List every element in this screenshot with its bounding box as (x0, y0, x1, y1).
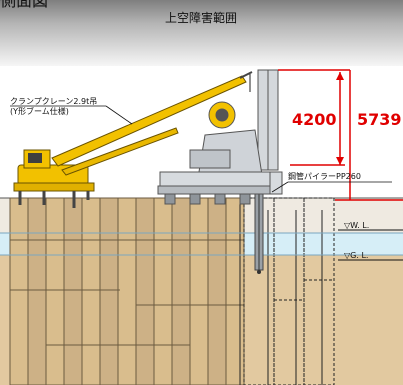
pipe-pilot-leader (271, 181, 289, 193)
header-partial-text: 側面図 (0, 0, 48, 10)
crane-label-leader (105, 105, 133, 125)
dimension-marks (278, 69, 351, 200)
ground-level-label: ▽G. L. (344, 251, 368, 260)
crane-label-line2: (Y形ブーム仕様) (10, 106, 69, 116)
overhead-obstacle-band (0, 0, 403, 66)
dimension-outer: 5739 (357, 110, 402, 129)
water-level-label: ▽W. L. (344, 221, 369, 230)
dimension-inner: 4200 (292, 110, 337, 129)
pipe-pilot-label: 鋼管パイラーPP260 (288, 171, 361, 181)
pipe-column (254, 189, 264, 274)
crane-boom (51, 71, 253, 176)
pile-joints (10, 239, 244, 346)
band-title: 上空障害範囲 (165, 10, 237, 25)
sheet-piles (9, 197, 245, 385)
pipe-pilot-machine (157, 69, 283, 205)
crane-label-line1: クランプクレーン2.9t吊 (10, 97, 97, 106)
pile-gap-lines (239, 198, 323, 385)
